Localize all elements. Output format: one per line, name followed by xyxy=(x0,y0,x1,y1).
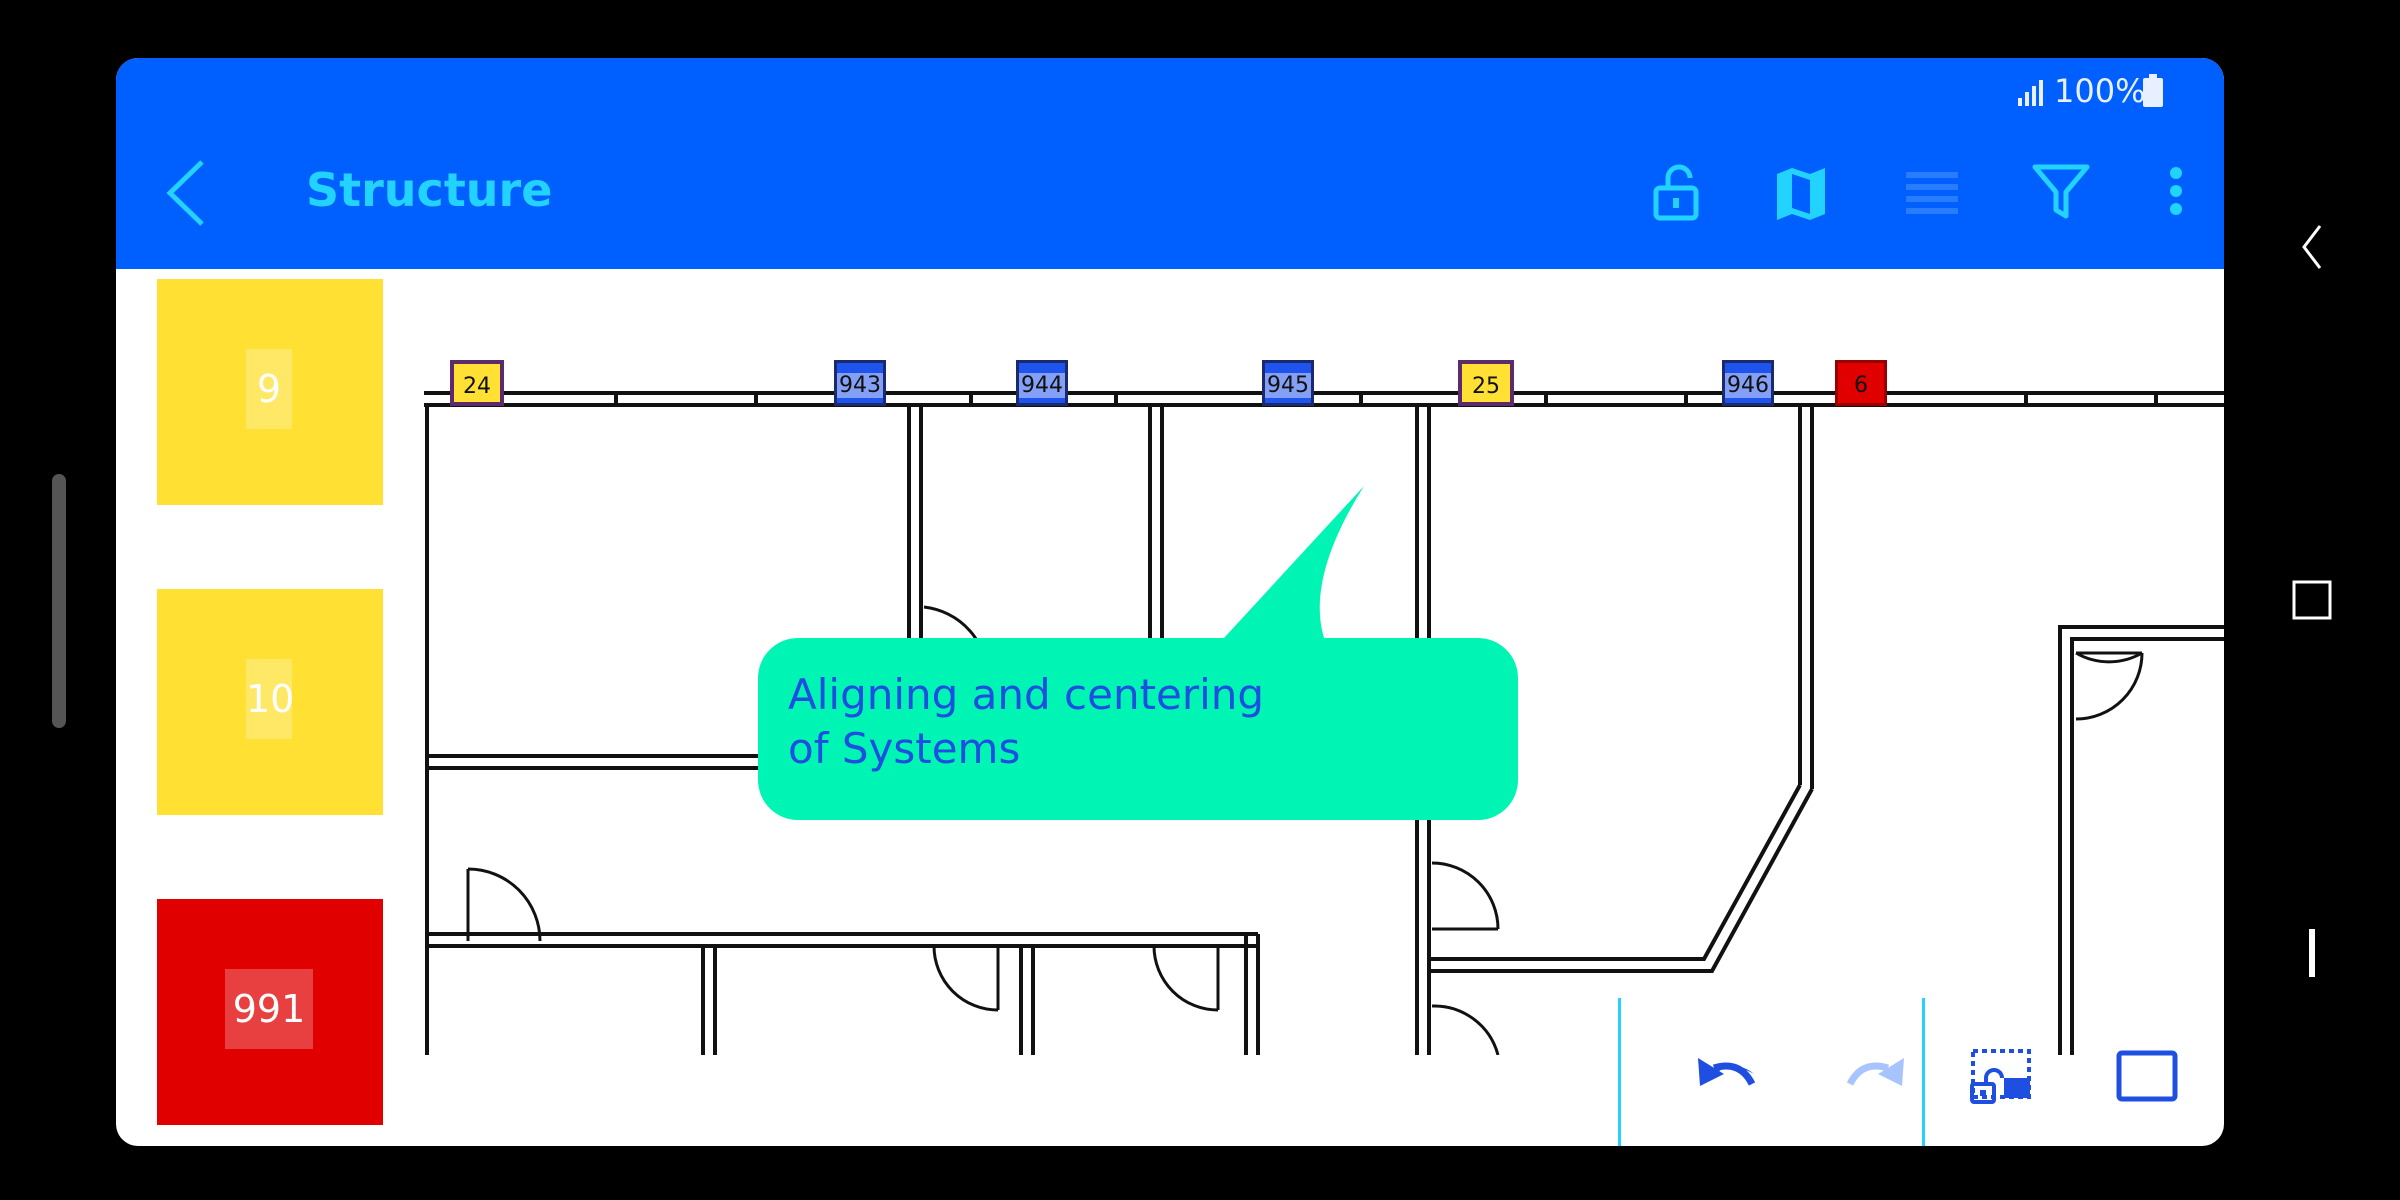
system-tag[interactable]: 24 xyxy=(450,360,504,406)
filter-icon[interactable] xyxy=(2032,164,2090,220)
system-tag-label: 944 xyxy=(1019,373,1065,398)
app-bar: 100% Structure xyxy=(116,58,2224,269)
layers-icon[interactable] xyxy=(1904,170,1960,216)
system-tile-label: 991 xyxy=(225,969,313,1049)
battery-percentage: 100% xyxy=(2054,72,2146,110)
system-tag-label: 25 xyxy=(1472,374,1500,399)
system-tag-label: 24 xyxy=(463,374,491,399)
app-window: 100% Structure xyxy=(116,58,2224,1146)
map-icon[interactable] xyxy=(1774,166,1828,222)
nav-recents-icon[interactable] xyxy=(2308,928,2316,978)
system-tile-label: 10 xyxy=(246,659,294,739)
system-tag[interactable]: 6 xyxy=(1835,360,1887,406)
system-tag[interactable]: 943 xyxy=(834,360,886,406)
tooltip-text: Aligning and centering of Systems xyxy=(788,670,1265,773)
system-tile[interactable]: 10 xyxy=(157,589,383,815)
system-tag[interactable]: 945 xyxy=(1262,360,1314,406)
undo-icon[interactable] xyxy=(1696,1052,1760,1092)
more-vert-icon[interactable] xyxy=(2168,166,2184,216)
nav-home-icon[interactable] xyxy=(2292,580,2332,620)
page-title: Structure xyxy=(306,163,553,217)
system-tag-label: 6 xyxy=(1854,373,1868,398)
system-tag[interactable]: 946 xyxy=(1722,360,1774,406)
nav-back-icon[interactable] xyxy=(2300,222,2324,272)
system-tag-label: 943 xyxy=(837,373,883,398)
system-tag[interactable]: 944 xyxy=(1016,360,1068,406)
system-tile-label: 9 xyxy=(246,349,292,429)
toolbar-divider xyxy=(1618,998,1621,1146)
toolbar-divider xyxy=(1922,998,1925,1146)
tooltip-callout xyxy=(758,486,1518,820)
system-tag[interactable]: 25 xyxy=(1458,360,1514,406)
unlock-icon[interactable] xyxy=(1650,162,1706,222)
side-handle[interactable] xyxy=(52,474,66,728)
system-tile[interactable]: 9 xyxy=(157,279,383,505)
system-tag-label: 946 xyxy=(1725,373,1771,398)
redo-icon[interactable] xyxy=(1842,1052,1906,1092)
system-tag-label: 945 xyxy=(1265,373,1311,398)
back-icon[interactable] xyxy=(162,158,212,228)
unlock-selection-icon[interactable] xyxy=(1970,1048,2034,1104)
battery-icon xyxy=(2142,74,2164,108)
rectangle-icon[interactable] xyxy=(2116,1050,2180,1104)
signal-icon xyxy=(2016,78,2046,108)
system-tile[interactable]: 991 xyxy=(157,899,383,1125)
